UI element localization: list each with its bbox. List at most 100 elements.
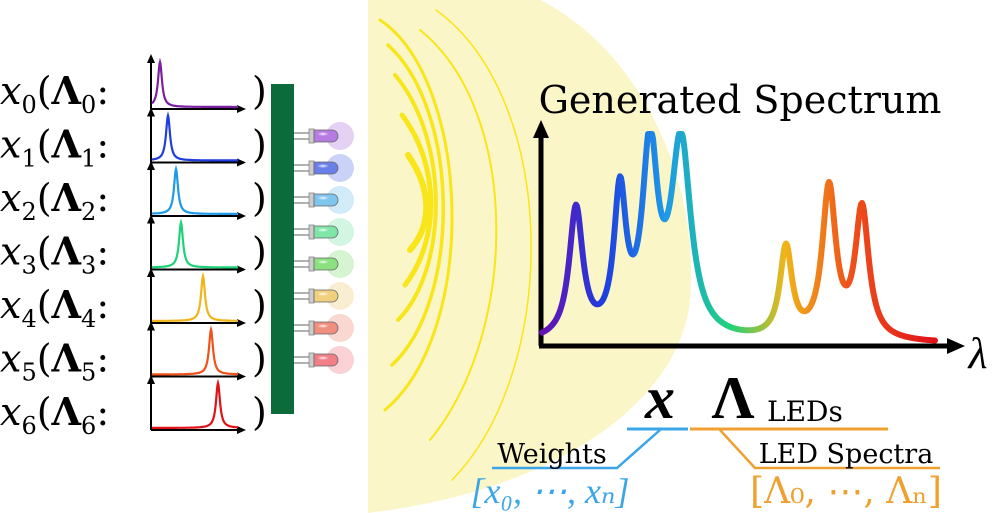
led-2 <box>294 186 354 214</box>
row-close-paren-0: ) <box>252 69 267 113</box>
row-spectrum-0: Λ <box>51 68 82 113</box>
mini-spectrum-curve-4 <box>152 271 238 322</box>
mini-x-arrow-3 <box>237 265 246 274</box>
row-colon-2: : <box>96 176 109 220</box>
mini-spectrum-curve-0 <box>151 57 238 109</box>
input-row-1: x1(Λ1:) <box>0 107 267 173</box>
led-1 <box>294 154 354 182</box>
row-weight-3: x <box>0 230 21 274</box>
row-open-paren-1: ( <box>37 123 52 167</box>
row-spectrum-3: Λ <box>51 229 82 274</box>
generated-spectrum-curve <box>539 131 938 344</box>
led-4 <box>294 250 354 278</box>
mini-y-arrow-3 <box>147 214 155 224</box>
equation-weights-symbol: x <box>644 365 675 431</box>
mini-y-arrow-6 <box>147 375 155 384</box>
row-label-0: x0(Λ0: <box>0 68 109 119</box>
row-label-2: x2(Λ2: <box>0 175 109 226</box>
input-row-5: x5(Λ5:) <box>0 321 267 387</box>
row-weight-4: x <box>0 283 21 327</box>
spectra-vector: [Λ₀, ⋯, Λₙ] <box>750 471 942 512</box>
row-label-6: x6(Λ6: <box>0 389 109 440</box>
led-5 <box>294 282 354 310</box>
chart-y-arrow <box>533 120 549 138</box>
row-spectrum-5: Λ <box>51 336 82 381</box>
row-colon-0: : <box>96 69 109 113</box>
mini-spectrum-curve-5 <box>152 325 238 376</box>
row-close-paren-3: ) <box>252 230 267 274</box>
row-weight-index-0: 0 <box>21 91 36 119</box>
mini-spectrum-curve-3 <box>152 218 238 269</box>
row-close-paren-4: ) <box>252 283 267 327</box>
mini-x-arrow-4 <box>237 319 246 327</box>
input-row-4: x4(Λ4:) <box>0 268 267 333</box>
mini-x-arrow-0 <box>237 105 246 113</box>
row-weight-6: x <box>0 390 21 434</box>
weights-label: Weights <box>497 439 607 470</box>
row-colon-4: : <box>96 283 109 327</box>
led-6 <box>294 314 354 342</box>
input-row-0: x0(Λ0:) <box>0 54 267 119</box>
row-spectrum-1: Λ <box>51 122 82 167</box>
mini-spectrum-curve-1 <box>151 111 238 162</box>
row-open-paren-0: ( <box>37 69 52 113</box>
row-weight-2: x <box>0 176 21 220</box>
light-waves <box>378 9 532 481</box>
row-label-1: x1(Λ1: <box>0 122 109 173</box>
spectra-connector <box>719 429 940 470</box>
row-colon-3: : <box>96 230 109 274</box>
mini-x-arrow-5 <box>237 372 246 381</box>
row-spectrum-index-6: 6 <box>81 412 96 440</box>
row-open-paren-5: ( <box>37 337 52 381</box>
weights-vector: [x₀, ⋯, xₙ] <box>470 471 629 511</box>
row-weight-index-5: 5 <box>21 359 36 387</box>
mini-x-arrow-2 <box>237 212 246 220</box>
row-spectrum-index-1: 1 <box>81 145 96 173</box>
chart-x-arrow <box>947 338 965 354</box>
input-row-2: x2(Λ2:) <box>0 161 267 226</box>
row-spectrum-index-4: 4 <box>81 305 96 333</box>
led-0 <box>294 122 354 150</box>
lambda-axis-label: λ <box>966 329 987 378</box>
row-spectrum-4: Λ <box>51 282 82 327</box>
row-close-paren-1: ) <box>252 123 267 167</box>
row-weight-index-1: 1 <box>21 145 36 173</box>
input-row-3: x3(Λ3:) <box>0 214 267 280</box>
mini-y-arrow-2 <box>147 161 155 170</box>
row-close-paren-5: ) <box>252 337 267 381</box>
row-weight-1: x <box>0 123 21 167</box>
equation-spectra-subscript: LEDs <box>767 395 843 428</box>
row-open-paren-3: ( <box>37 230 52 274</box>
row-close-paren-6: ) <box>252 390 267 434</box>
row-label-4: x4(Λ4: <box>0 282 109 333</box>
mini-y-arrow-4 <box>147 268 155 277</box>
row-spectrum-index-3: 3 <box>81 252 96 280</box>
row-open-paren-2: ( <box>37 176 52 220</box>
led-array <box>294 122 354 374</box>
mini-x-arrow-6 <box>237 426 246 434</box>
chart-title: Generated Spectrum <box>539 78 942 122</box>
row-label-3: x3(Λ3: <box>0 229 109 280</box>
row-open-paren-6: ( <box>37 390 52 434</box>
led-3 <box>294 218 354 246</box>
row-weight-index-6: 6 <box>21 412 36 440</box>
input-row-6: x6(Λ6:) <box>0 375 267 440</box>
row-spectrum-6: Λ <box>51 389 82 434</box>
row-spectrum-index-2: 2 <box>81 198 96 226</box>
mini-y-arrow-1 <box>147 107 155 117</box>
mini-spectrum-curve-6 <box>152 378 239 429</box>
row-colon-5: : <box>96 337 109 381</box>
led-7 <box>294 346 354 374</box>
row-weight-index-3: 3 <box>21 252 36 280</box>
row-spectrum-index-0: 0 <box>81 91 96 119</box>
mini-y-arrow-0 <box>147 54 155 63</box>
weights-connector <box>492 429 661 470</box>
generated-spectrum-chart: Generated Spectrum λ <box>533 78 988 378</box>
row-weight-0: x <box>0 69 21 113</box>
row-label-5: x5(Λ5: <box>0 336 109 387</box>
row-spectrum-index-5: 5 <box>81 359 96 387</box>
mini-spectrum-curve-2 <box>151 164 238 215</box>
led-board <box>271 84 294 414</box>
input-rows: x0(Λ0:)x1(Λ1:)x2(Λ2:)x3(Λ3:)x4(Λ4:)x5(Λ5… <box>0 54 267 440</box>
equation-spectra-symbol: Λ <box>711 365 754 431</box>
